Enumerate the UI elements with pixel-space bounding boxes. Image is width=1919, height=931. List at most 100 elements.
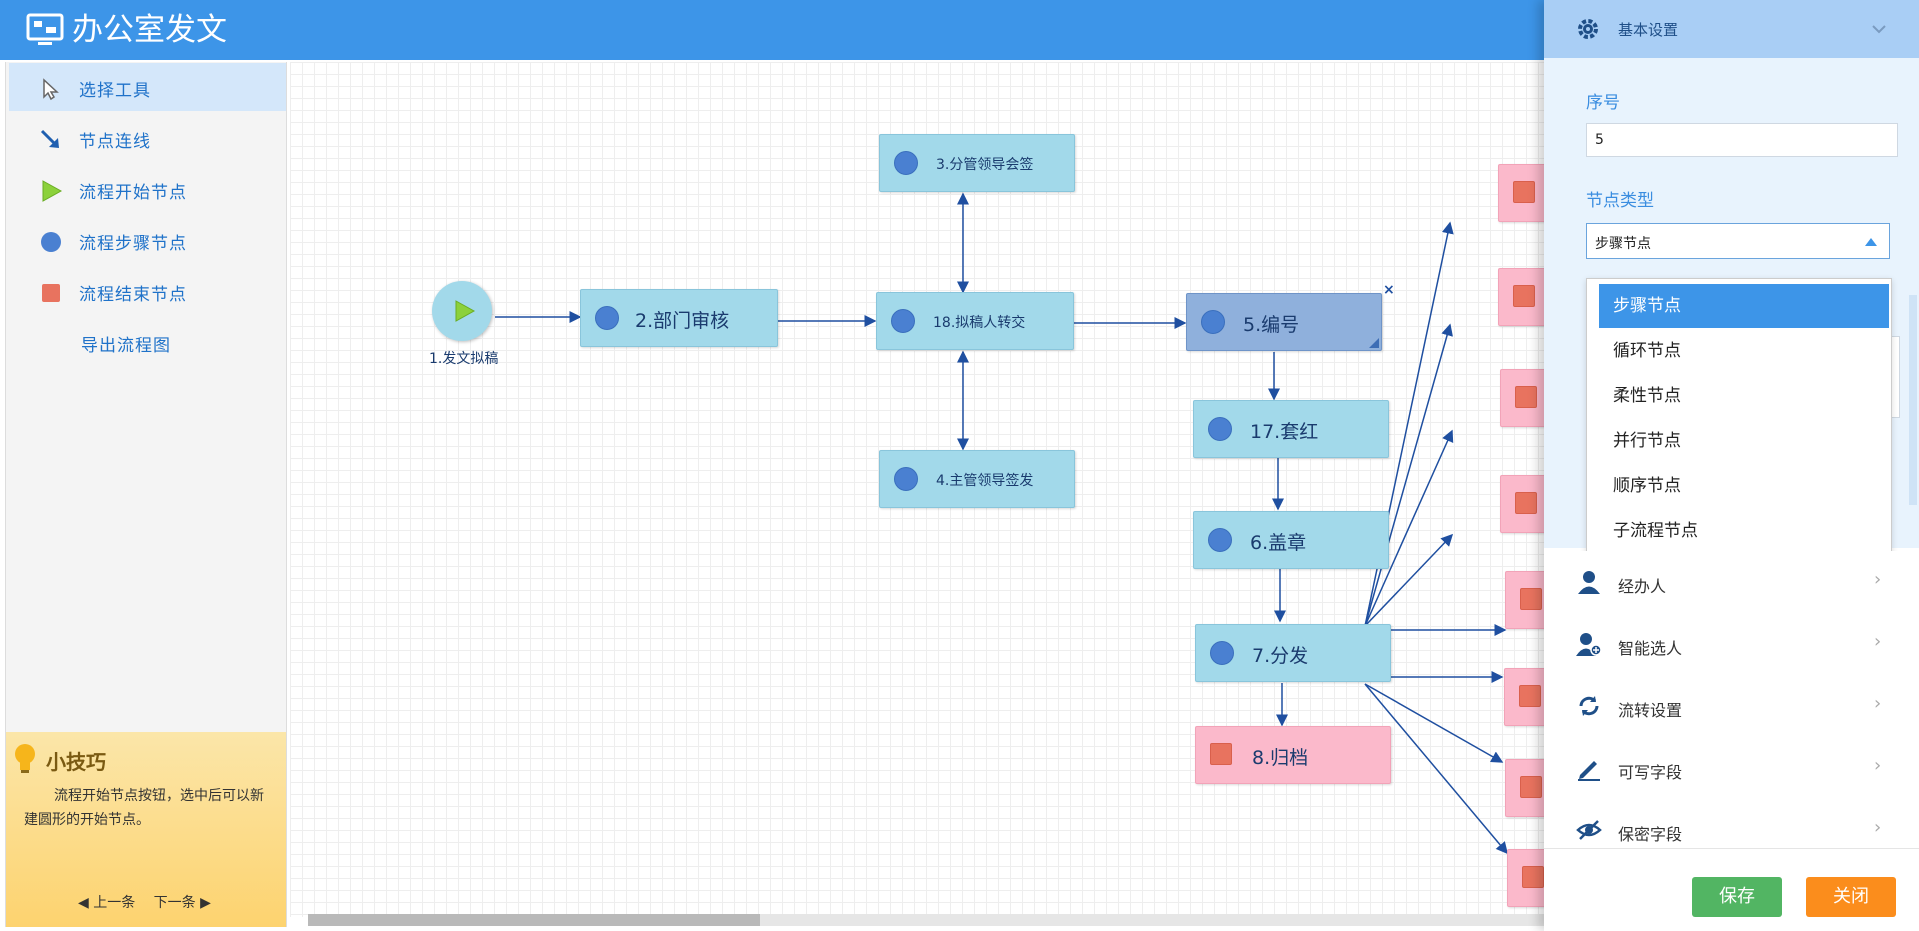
- tool-sidebar: 选择工具 节点连线 流程开始节点 流程步骤节点 流程结束节点 导出流程图 小技巧…: [5, 62, 287, 927]
- chevron-right-icon: ›: [1874, 755, 1882, 776]
- tips-box: 小技巧 流程开始节点按钮，选中后可以新建圆形的开始节点。 ◀ 上一条 下一条 ▶: [6, 732, 286, 927]
- section-smart-select[interactable]: 智能选人 ›: [1544, 613, 1919, 676]
- seq-label: 序号: [1586, 93, 1620, 113]
- end-square-icon: [1520, 776, 1542, 798]
- section-transfer-settings[interactable]: 流转设置 ›: [1544, 675, 1919, 738]
- end-square-icon: [1522, 866, 1544, 888]
- node-type-option[interactable]: 柔性节点: [1613, 386, 1681, 406]
- node-18[interactable]: 18.拟稿人转交: [876, 292, 1074, 350]
- node-2[interactable]: 2.部门审核: [580, 289, 778, 347]
- node-type-label: 节点类型: [1586, 191, 1654, 211]
- node-17[interactable]: 17.套红: [1193, 400, 1389, 458]
- node-17-label: 17.套红: [1250, 421, 1319, 443]
- circle-icon: [41, 232, 61, 252]
- seq-input[interactable]: 5: [1586, 123, 1898, 157]
- edge-7-end3: [1364, 429, 1454, 627]
- section-writable-fields[interactable]: 可写字段 ›: [1544, 737, 1919, 800]
- node-8[interactable]: 8.归档: [1195, 726, 1391, 784]
- chevron-right-icon: ›: [1874, 631, 1882, 652]
- tool-end-node[interactable]: 流程结束节点: [9, 267, 286, 315]
- tool-export[interactable]: 导出流程图: [9, 318, 286, 366]
- node-type-option[interactable]: 并行节点: [1613, 431, 1681, 451]
- section-smart-select-label: 智能选人: [1618, 639, 1683, 658]
- panel-scrollbar[interactable]: [1909, 295, 1917, 505]
- node-4[interactable]: 4.主管领导签发: [879, 450, 1075, 508]
- tips-title: 小技巧: [46, 750, 106, 774]
- node-type-option[interactable]: 子流程节点: [1613, 521, 1698, 541]
- panel-footer: 保存 关闭: [1544, 848, 1919, 931]
- node-7-label: 7.分发: [1252, 645, 1309, 667]
- caret-up-icon: [1865, 238, 1877, 246]
- play-icon: [42, 180, 63, 202]
- node-2-label: 2.部门审核: [635, 310, 730, 332]
- node-type-option[interactable]: 循环节点: [1613, 341, 1681, 361]
- node-3-label: 3.分管领导会签: [936, 157, 1034, 173]
- canvas-horizontal-scrollbar[interactable]: [308, 914, 1548, 926]
- end-square-icon: [1513, 181, 1535, 203]
- section-transfer-settings-label: 流转设置: [1618, 701, 1683, 720]
- node-5[interactable]: 5.编号: [1186, 293, 1382, 351]
- step-circle-icon: [1208, 528, 1232, 552]
- step-circle-icon: [595, 306, 619, 330]
- app-title: 办公室发文: [72, 12, 227, 48]
- node-6[interactable]: 6.盖章: [1193, 511, 1389, 569]
- eye-hidden-icon: [1576, 820, 1602, 840]
- panel-header-title: 基本设置: [1618, 21, 1679, 39]
- connect-arrow-icon: [40, 129, 59, 148]
- tool-step-node[interactable]: 流程步骤节点: [9, 216, 286, 264]
- end-square-icon: [1515, 492, 1537, 514]
- pointer-icon: [43, 78, 59, 101]
- resize-handle-icon[interactable]: [1369, 338, 1379, 348]
- chevron-right-icon: ›: [1874, 569, 1882, 590]
- save-button[interactable]: 保存: [1692, 877, 1782, 917]
- node-type-option[interactable]: 顺序节点: [1613, 476, 1681, 496]
- chevron-right-icon: ›: [1874, 817, 1882, 838]
- tool-connect-label: 节点连线: [79, 132, 151, 152]
- tool-select[interactable]: 选择工具: [9, 63, 286, 111]
- square-icon: [42, 284, 60, 302]
- tips-nav: ◀ 上一条 下一条 ▶: [78, 892, 225, 912]
- scrollbar-thumb[interactable]: [308, 914, 760, 926]
- tips-prev-link[interactable]: ◀ 上一条: [78, 895, 136, 911]
- node-5-delete-icon[interactable]: ×: [1383, 282, 1395, 298]
- pencil-icon: [1578, 761, 1600, 781]
- edge-7-end4: [1364, 533, 1454, 627]
- chevron-right-icon: ›: [1874, 693, 1882, 714]
- node-7[interactable]: 7.分发: [1195, 624, 1391, 682]
- start-node[interactable]: [432, 281, 492, 341]
- play-icon: [455, 300, 476, 322]
- gear-icon: [1578, 19, 1598, 39]
- step-circle-icon: [1210, 641, 1234, 665]
- node-6-label: 6.盖章: [1250, 532, 1307, 554]
- node-type-dropdown: 步骤节点 循环节点 柔性节点 并行节点 顺序节点 子流程节点: [1586, 278, 1892, 562]
- section-handler-label: 经办人: [1618, 577, 1667, 596]
- end-square-icon: [1513, 285, 1535, 307]
- chevron-down-icon: [1872, 25, 1886, 34]
- node-4-label: 4.主管领导签发: [936, 473, 1034, 489]
- step-circle-icon: [894, 467, 918, 491]
- edge-7-end2: [1364, 323, 1453, 627]
- edge-7-end8: [1364, 683, 1508, 855]
- node-type-select[interactable]: 步骤节点: [1586, 223, 1890, 259]
- node-type-selected-value: 步骤节点: [1595, 236, 1651, 252]
- tool-select-label: 选择工具: [79, 81, 151, 101]
- node-5-label: 5.编号: [1243, 314, 1300, 336]
- section-handler[interactable]: 经办人 ›: [1544, 551, 1919, 614]
- panel-header-basic-settings[interactable]: 基本设置: [1544, 0, 1919, 58]
- node-18-label: 18.拟稿人转交: [933, 315, 1026, 331]
- end-square-icon: [1519, 685, 1541, 707]
- node-3[interactable]: 3.分管领导会签: [879, 134, 1075, 192]
- tool-connect[interactable]: 节点连线: [9, 114, 286, 162]
- tips-next-link[interactable]: 下一条 ▶: [153, 895, 211, 911]
- edge-7-end7: [1364, 683, 1504, 763]
- node-type-option[interactable]: 步骤节点: [1599, 284, 1889, 328]
- step-circle-icon: [894, 151, 918, 175]
- tool-step-node-label: 流程步骤节点: [79, 234, 187, 254]
- flow-canvas[interactable]: 1.发文拟稿 2.部门审核 3.分管领导会签 18.拟稿人转交 4.主管领导签发…: [290, 62, 1569, 926]
- lightbulb-icon: [15, 744, 35, 773]
- end-square-icon: [1520, 588, 1542, 610]
- refresh-icon: [1579, 696, 1599, 716]
- close-button[interactable]: 关闭: [1806, 877, 1896, 917]
- step-circle-icon: [891, 309, 915, 333]
- tool-start-node[interactable]: 流程开始节点: [9, 165, 286, 213]
